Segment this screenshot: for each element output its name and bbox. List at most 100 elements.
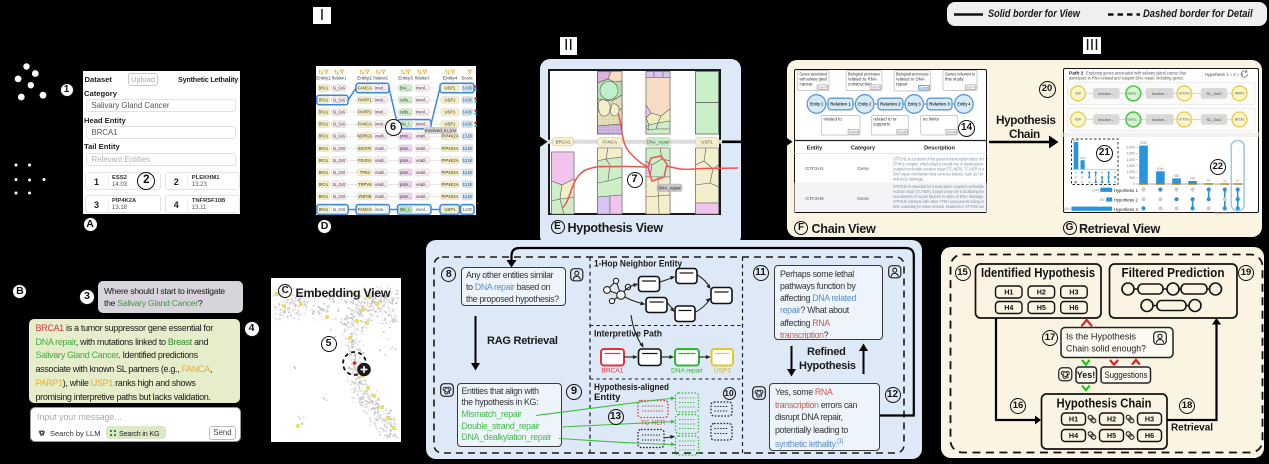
svg-text:USP1: USP1 [714,368,731,375]
svg-text:BRCA1: BRCA1 [319,207,329,212]
svg-text:DNA_r...: DNA_r... [400,207,412,212]
svg-text:this study.: this study. [945,77,964,82]
svg-text:H3: H3 [1145,415,1154,424]
svg-text:enabl...: enabl... [375,134,386,139]
svg-text:PIP4K2A: PIP4K2A [442,182,459,187]
svg-text:Chain solid enough?: Chain solid enough? [1066,344,1146,354]
svg-text:Hypothesis 1 ∩ 2 ∩ 3: Hypothesis 1 ∩ 2 ∩ 3 [1214,211,1245,215]
svg-text:cellu...: cellu... [400,110,412,115]
svg-text:Entity3: Entity3 [398,76,413,81]
svg-text:prote...: prote... [400,134,412,139]
svg-text:H5: H5 [1037,303,1046,312]
svg-text:BRCA1: BRCA1 [319,194,329,199]
svg-text:H3: H3 [1069,288,1078,297]
svg-text:13.18: 13.18 [463,182,473,187]
svg-text:42: 42 [1223,179,1227,183]
svg-text:PIP4K2A: PIP4K2A [442,158,459,163]
svg-text:246: 246 [1190,177,1196,181]
svg-text:Category: Category [851,146,876,152]
svg-text:FANCA: FANCA [358,122,372,127]
svg-text:H1: H1 [1004,288,1013,297]
svg-text:B3GNT5: B3GNT5 [358,146,372,151]
svg-text:Genes relevant to: Genes relevant to [945,72,975,77]
svg-text:BRCA1: BRCA1 [319,122,329,127]
svg-text:invol...: invol... [416,207,428,212]
svg-text:Submit: Submit [966,85,976,89]
svg-text:13.18: 13.18 [463,158,473,163]
svg-text:SL_GsG: SL_GsG [333,122,346,127]
svg-text:Relation 2: Relation 2 [880,102,901,107]
svg-text:H2: H2 [1107,415,1116,424]
svg-text:BRCA1: BRCA1 [319,110,329,115]
svg-text:TP53: TP53 [360,170,371,175]
svg-text:SL_GsG: SL_GsG [333,86,346,91]
svg-text:Entity2: Entity2 [357,76,372,81]
svg-text:prote...: prote... [400,146,412,151]
svg-text:invol...: invol... [416,86,428,91]
svg-text:3150: 3150 [1073,138,1080,142]
svg-text:Entity 3: Entity 3 [908,102,922,107]
svg-text:3150: 3150 [1063,207,1070,211]
svg-text:BRCA1: BRCA1 [319,146,329,151]
svg-text:ZNF08: ZNF08 [358,194,371,199]
svg-text:Entity4: Entity4 [443,76,458,81]
svg-text:SL_GsG: SL_GsG [333,110,346,115]
svg-text:Gene: Gene [857,166,869,172]
svg-text:Submit: Submit [849,130,859,134]
svg-text:Entity 4: Entity 4 [957,102,971,107]
svg-text:H4: H4 [1069,431,1078,440]
svg-text:14.03: 14.03 [463,86,473,91]
svg-text:13.18: 13.18 [463,170,473,175]
svg-text:NDRG1: NDRG1 [357,134,372,139]
svg-text:SL_GsG: SL_GsG [333,194,346,199]
svg-text:Relation1: Relation1 [332,76,347,81]
svg-text:excision repair (TC-NER). It p: excision repair (TC-NER). It plays a key… [893,189,985,194]
svg-text:SL_GsG: SL_GsG [333,146,346,151]
svg-text:recruitment of repair factors: recruitment of repair factors to sites o… [893,194,984,199]
svg-text:2,000: 2,000 [1127,158,1136,162]
svg-text:enabl...: enabl... [416,194,428,199]
svg-text:prote...: prote... [400,170,412,175]
svg-text:1044: 1044 [1092,188,1099,192]
svg-text:Is the Hypothesis: Is the Hypothesis [1066,332,1136,342]
svg-text:DNA unwinding for lesion remov: DNA unwinding for lesion removal. Mutati… [893,204,985,209]
svg-text:invol...: invol... [375,207,386,212]
svg-text:invol...: invol... [375,122,386,127]
svg-text:3,000: 3,000 [1127,146,1136,150]
svg-text:Submit: Submit [818,85,828,89]
svg-text:Entity: Entity [807,146,823,152]
svg-text:GTF2H5: GTF2H5 [805,196,824,202]
svg-text:enabl...: enabl... [416,134,428,139]
svg-text:H2: H2 [1037,288,1046,297]
svg-text:SL_GsG: SL_GsG [333,98,346,103]
svg-text:BRCA1: BRCA1 [319,98,329,103]
svg-text:invol...: invol... [375,110,386,115]
svg-text:Hypothesis 3: Hypothesis 3 [1114,207,1138,212]
svg-text:SL_GsG: SL_GsG [1206,117,1221,122]
svg-text:invol...: invol... [416,98,428,103]
svg-text:involve...: involve... [1098,91,1114,96]
svg-text:participate in RNA-related and: participate in RNA-related and support D… [1069,76,1184,81]
svg-text:AQR: AQR [1075,118,1081,122]
svg-text:cancer.: cancer. [800,82,814,87]
svg-text:GTF2H1: GTF2H1 [1179,118,1190,122]
svg-text:SL_GsG: SL_GsG [1206,91,1221,96]
svg-text:transc...: transc... [1128,118,1140,122]
svg-text:GTF2H1: GTF2H1 [1179,92,1190,96]
svg-text:supports: supports [873,122,891,127]
svg-text:PIP4K2A: PIP4K2A [442,134,459,139]
svg-text:PARP1: PARP1 [1235,92,1245,96]
svg-text:DNA repair: DNA repair [671,368,704,375]
svg-text:Biological processes: Biological processes [848,72,881,77]
svg-text:related to DNA: related to DNA [896,77,925,82]
svg-text:1-Hop Neighbor Entity: 1-Hop Neighbor Entity [594,259,683,270]
svg-text:Submit: Submit [897,130,907,134]
svg-text:PIP4K2A: PIP4K2A [442,146,459,151]
svg-text:Submit: Submit [946,130,956,134]
svg-text:SL_GsG: SL_GsG [333,207,346,212]
svg-text:DNA_repair: DNA_repair [658,185,681,190]
svg-text:Description: Description [924,146,955,152]
svg-text:enabl...: enabl... [375,170,386,175]
svg-text:BRCA1: BRCA1 [319,86,329,91]
svg-text:PIP4K2A: PIP4K2A [442,194,459,199]
